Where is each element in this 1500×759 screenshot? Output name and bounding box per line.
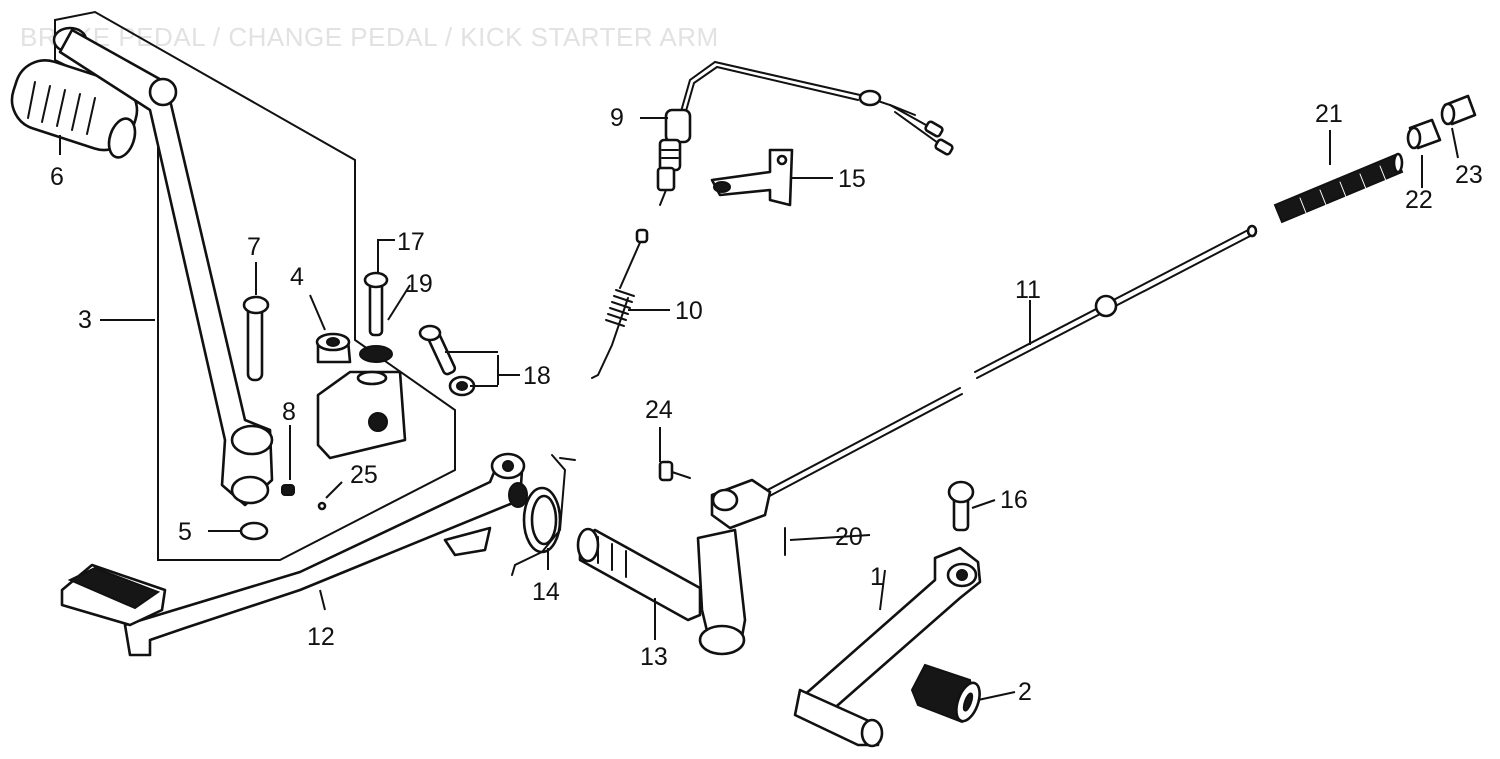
callout-7: 7 (247, 233, 261, 261)
holder-block-part (316, 370, 407, 460)
bracket-part (710, 148, 794, 207)
bolt-washer-18-part (418, 324, 476, 397)
callout-17: 17 (397, 228, 425, 256)
callout-2: 2 (1018, 678, 1032, 706)
stop-switch-cable-part (656, 60, 954, 206)
stopper-part (315, 332, 352, 364)
ball-part (317, 501, 327, 511)
callout-9: 9 (610, 104, 624, 132)
pivot-bolt-part (947, 480, 975, 532)
callout-21: 21 (1315, 100, 1343, 128)
brake-rod-part (759, 224, 1258, 501)
callout-11: 11 (1015, 276, 1041, 304)
change-pedal-rubber-part (910, 663, 981, 724)
diagram-title: BRAKE PEDAL / CHANGE PEDAL / KICK STARTE… (20, 22, 719, 52)
callout-10: 10 (675, 297, 703, 325)
callout-22: 22 (1405, 186, 1433, 214)
callout-14: 14 (532, 578, 560, 606)
callout-1: 1 (870, 563, 884, 591)
bolt-washer-part (359, 271, 393, 363)
callout-12: 12 (307, 623, 335, 651)
callout-25: 25 (350, 461, 378, 489)
callout-19: 19 (405, 270, 433, 298)
kick-starter-arm-part (52, 26, 274, 507)
clip-bolt-part (658, 460, 691, 482)
callout-4: 4 (290, 263, 304, 291)
spring-pin-part (281, 484, 295, 496)
callout-24: 24 (645, 396, 673, 424)
callout-8: 8 (282, 398, 296, 426)
callout-20: 20 (835, 523, 863, 551)
washer-part (239, 521, 269, 541)
callout-5: 5 (178, 518, 192, 546)
callout-23: 23 (1455, 161, 1483, 189)
brake-arm-shaft-part (576, 478, 772, 656)
leader-lines (59, 117, 1459, 701)
callout-6: 6 (50, 163, 64, 191)
pin-part (242, 295, 270, 382)
pedal-spring-part (511, 454, 576, 576)
callout-13: 13 (640, 643, 668, 671)
threaded-sleeve-part (1273, 152, 1404, 224)
callout-15: 15 (838, 165, 866, 193)
brake-pedal-part (60, 452, 528, 657)
callout-labels: 1 2 3 4 5 6 7 8 9 10 11 12 13 14 15 16 1… (50, 100, 1483, 706)
return-spring-part (591, 228, 649, 379)
callout-3: 3 (78, 306, 92, 334)
joint-nut-part (1406, 94, 1477, 150)
callout-16: 16 (1000, 486, 1028, 514)
change-pedal-part (793, 546, 982, 748)
callout-18: 18 (523, 362, 551, 390)
